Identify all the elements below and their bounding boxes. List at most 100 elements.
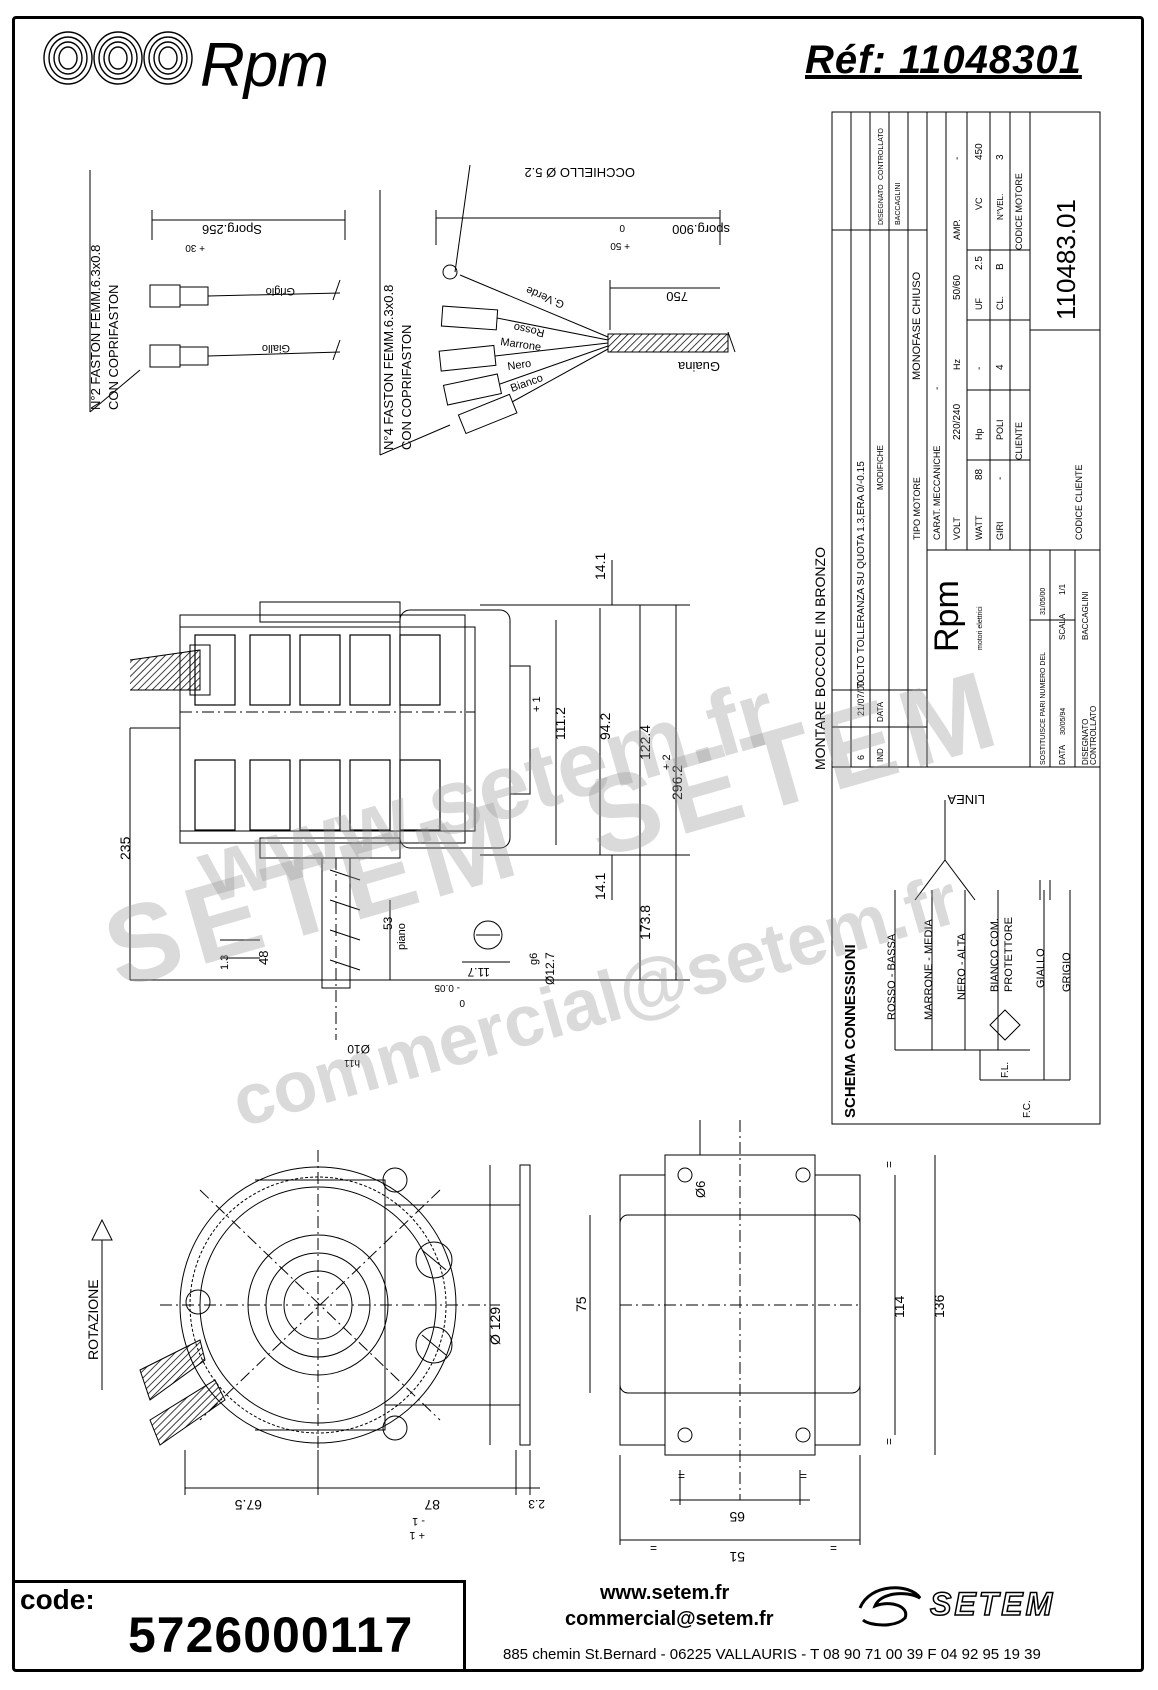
nvel-value: 3 [995, 154, 1006, 160]
codice-motore: 110483.01 [1051, 199, 1081, 320]
wire-bianco: Bianco [509, 372, 545, 395]
tol-g6: g6 [528, 953, 540, 965]
dim-75: 75 [573, 1296, 589, 1312]
dim-14-1-bottom: 14.1 [592, 873, 608, 900]
schema-grigio: GRIGIO [1061, 952, 1073, 992]
length-750: 750 [666, 289, 688, 304]
cl-label: CL. [995, 296, 1005, 310]
amp-value: - [952, 157, 963, 160]
tipo-motore-label: TIPO MOTORE [912, 477, 922, 540]
dim-1-3: 1.3 [219, 955, 231, 970]
dim-10: Ø10 [347, 1042, 370, 1056]
wire-grigio: Grigio [266, 285, 295, 297]
schema-fc: F.C. [1022, 1100, 1033, 1118]
eq-mark-2: = [882, 1438, 896, 1445]
faston2-sub: CON COPRIFASTON [106, 285, 121, 410]
tol-minus1: - 1 [412, 1515, 425, 1527]
eq-mark-5: = [650, 1541, 657, 1555]
giri-value: - [995, 477, 1006, 480]
carat-val: - [932, 387, 943, 390]
dim-2-3: 2.3 [528, 1497, 545, 1511]
mod-index: 6 [856, 755, 866, 760]
wire-nero: Nero [507, 358, 532, 373]
poli-label: POLI [995, 419, 1005, 440]
piano-label: piano [396, 923, 408, 950]
hz-label: Hz [952, 359, 962, 370]
watt-label: WATT [974, 515, 984, 540]
plus-30: + 30 [185, 242, 205, 253]
wire-marrone: Marrone [500, 336, 542, 354]
dim-87: 87 [424, 1497, 440, 1513]
linea-label: LINEA [947, 792, 985, 807]
volt-label: VOLT [952, 517, 962, 540]
col-modifiche: MODIFICHE [876, 445, 885, 490]
dim-65: 65 [729, 1509, 745, 1525]
dim-122-4: 122.4 [637, 725, 653, 760]
vc-value: 450 [974, 143, 985, 160]
code-box [14, 1580, 466, 1672]
schema-title: SCHEMA CONNESSIONI [842, 944, 859, 1118]
mod-date: 21/07/00 [856, 681, 866, 716]
tol-005: - 0.05 [434, 982, 460, 993]
note-bronze: MONTARE BOCCOLE IN BRONZO [812, 547, 828, 770]
hz-value: 50/60 [952, 275, 963, 300]
amp-label: AMP. [952, 219, 962, 240]
scala-val: 1/1 [1058, 583, 1067, 595]
dim-94-2: 94.2 [597, 713, 613, 740]
eq-mark-4: = [800, 1469, 807, 1483]
disegnato-label: DISEGNATO [1081, 719, 1090, 765]
schema-protettore: PROTETTORE [1003, 917, 1015, 992]
wire-rosso: Rosso [513, 321, 546, 339]
title-rpm-sub: motori elettrici [977, 606, 984, 650]
uf-label: UF [974, 298, 984, 310]
col-controllato: CONTROLLATO [878, 128, 885, 180]
dim-296-2: 296.2 [669, 765, 685, 800]
wire-gverde: G.Verde [524, 283, 566, 310]
tol-plus2: + 2 [661, 754, 673, 770]
tol-plus1-a: + 1 [531, 696, 543, 712]
cliente-label: CLIENTE [1014, 422, 1024, 460]
nvel-label: N°VEL. [996, 194, 1005, 220]
schema-marrone: MARRONE - MEDIA [923, 919, 935, 1021]
schema-fl: F.L. [1000, 1062, 1011, 1078]
dim-114: 114 [891, 1295, 907, 1318]
carat-label: CARAT. MECCANICHE [932, 446, 942, 540]
zero-mark: 0 [619, 222, 625, 233]
hp-value: - [974, 367, 985, 370]
disegnato-val: BACCAGLINI [895, 183, 902, 225]
website-link[interactable]: www.setem.fr [600, 1582, 730, 1604]
dim-6: Ø6 [693, 1181, 708, 1198]
rotazione-label: ROTAZIONE [85, 1279, 101, 1360]
code-value: 5726000117 [128, 1607, 414, 1663]
uf-value: 2.5 [974, 256, 985, 270]
rpm-coil-logo [43, 31, 193, 85]
dim-12-7: Ø12.7 [543, 952, 557, 985]
col-data: DATA [876, 701, 885, 722]
dim-173-8: 173.8 [637, 905, 653, 940]
dim-11-7: 11.7 [467, 965, 490, 979]
codice-cliente-label: CODICE CLIENTE [1074, 464, 1084, 540]
hp-label: Hp [974, 428, 984, 440]
dim-129: Ø 129 [487, 1307, 503, 1345]
eq-mark-6: = [830, 1541, 837, 1555]
watt-value: 88 [974, 468, 985, 480]
controllato-label: CONTROLLATO [1089, 706, 1098, 765]
tol-h11: h11 [344, 1057, 360, 1068]
tol-plus1: + 1 [409, 1529, 425, 1541]
reference-number: Réf: 11048301 [805, 38, 1082, 82]
wire-guaina: Guaina [677, 359, 720, 374]
disegnato-name: BACCAGLINI [1081, 592, 1090, 640]
volt-value: 220/240 [952, 403, 963, 440]
brand-name: Rpm [200, 31, 329, 100]
schema-nero: NERO - ALTA [956, 933, 968, 1000]
modification-text: TOLTO TOLLERANZA SU QUOTA 1.3,ERA 0/-0.1… [856, 461, 867, 688]
email-link[interactable]: commercial@setem.fr [565, 1608, 774, 1630]
plus-50: + 50 [610, 240, 630, 251]
poli-value: 4 [995, 364, 1006, 370]
faston4-sub: CON COPRIFASTON [399, 325, 414, 450]
tipo-motore: MONOFASE CHIUSO [911, 271, 923, 380]
codice-motore-label: CODICE MOTORE [1014, 173, 1024, 250]
sporg-900: sporg.900 [672, 222, 730, 237]
dim-14-1-top: 14.1 [592, 553, 608, 580]
